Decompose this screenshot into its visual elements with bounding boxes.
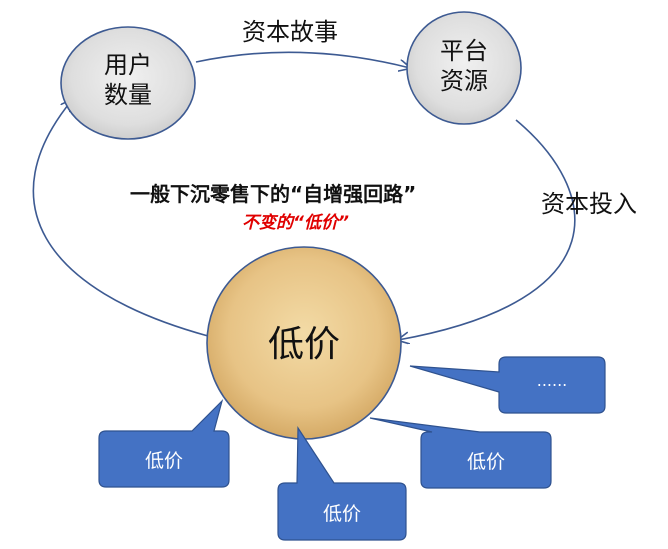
arrow-lowprice-to-users [32, 100, 209, 337]
low-price-node-label: 低价 [267, 324, 340, 365]
callout-bottom-left [98, 398, 230, 488]
capital-investment-label: 资本投入 [541, 190, 637, 218]
callout-bottom-center [277, 426, 407, 541]
callout-dots [409, 356, 606, 414]
users-node-label: 用户 数量 [68, 50, 188, 110]
users-label-line1: 用户 [104, 51, 152, 79]
callout-dots-text: ...... [536, 371, 568, 390]
users-label-line2: 数量 [104, 81, 152, 109]
platform-label-line2: 资源 [440, 67, 488, 95]
callout-bottom-right-text: 低价 [466, 451, 505, 473]
platform-node [406, 11, 522, 125]
arrow-platform-to-lowprice [398, 119, 576, 340]
capital-story-label: 资本故事 [242, 18, 338, 46]
center-sub-text: 不变的“低价” [242, 213, 349, 233]
callout-bottom-left-text: 低价 [144, 450, 183, 472]
users-node [60, 26, 196, 140]
callout-bottom-center-text: 低价 [322, 503, 361, 525]
platform-label-line1: 平台 [440, 37, 488, 65]
center-main-text: 一般下沉零售下的“自增强回路” [130, 182, 417, 206]
arrow-users-to-platform [195, 51, 410, 68]
callout-bottom-right [369, 417, 552, 489]
platform-node-label: 平台 资源 [409, 36, 519, 96]
